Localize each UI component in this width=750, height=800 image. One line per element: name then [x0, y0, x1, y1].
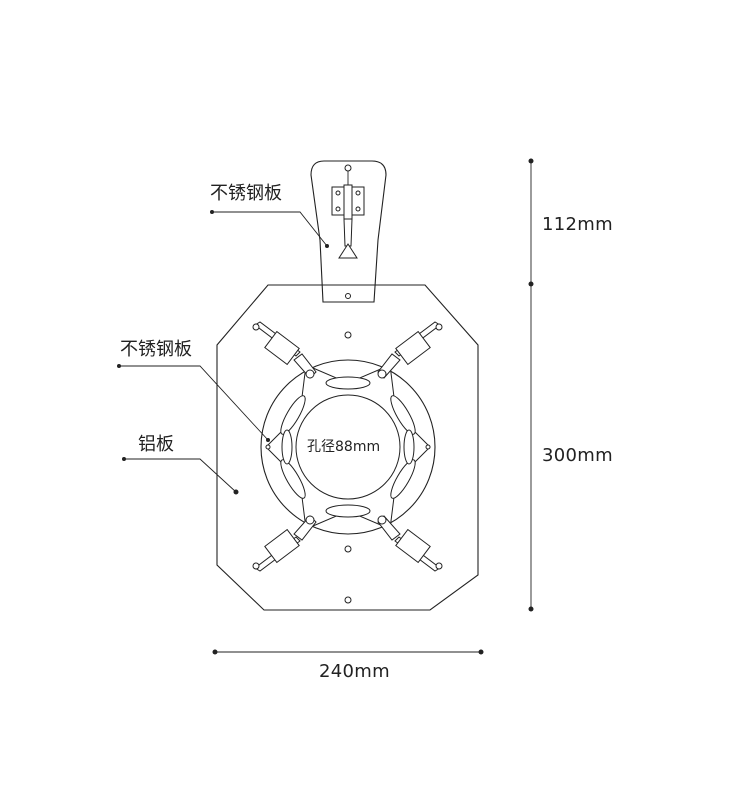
- dimension-top-height: 112mm: [542, 214, 613, 235]
- leader-top-steel: [210, 210, 329, 248]
- toggle-clamp-top-right-icon: [377, 321, 443, 379]
- outer-ring: [260, 359, 436, 535]
- toggle-clamp-bottom-right-icon: [377, 515, 443, 572]
- toggle-clamp-top-left-icon: [252, 321, 317, 379]
- leader-center-steel: [117, 364, 270, 442]
- label-steel-plate-center: 不锈钢板: [120, 339, 192, 360]
- aluminum-plate-outline: [216, 284, 479, 611]
- tab-hole: [345, 293, 351, 299]
- top-clamp-icon: [331, 164, 365, 259]
- label-hole-diameter: 孔径88mm: [307, 439, 381, 455]
- slots: [280, 376, 416, 518]
- star-tip-holes: [265, 444, 431, 450]
- horizontal-dimension-line: [212, 649, 484, 655]
- dimension-main-height: 300mm: [542, 445, 613, 466]
- vertical-dimension-line: [528, 158, 534, 612]
- steel-tab-outline: [310, 160, 387, 303]
- center-bore: [295, 394, 401, 500]
- leader-aluminum: [122, 457, 238, 494]
- label-aluminum-plate: 铝板: [138, 434, 174, 455]
- toggle-clamp-bottom-left-icon: [252, 515, 317, 572]
- dimension-width: 240mm: [319, 661, 390, 682]
- label-steel-plate-top: 不锈钢板: [210, 183, 282, 204]
